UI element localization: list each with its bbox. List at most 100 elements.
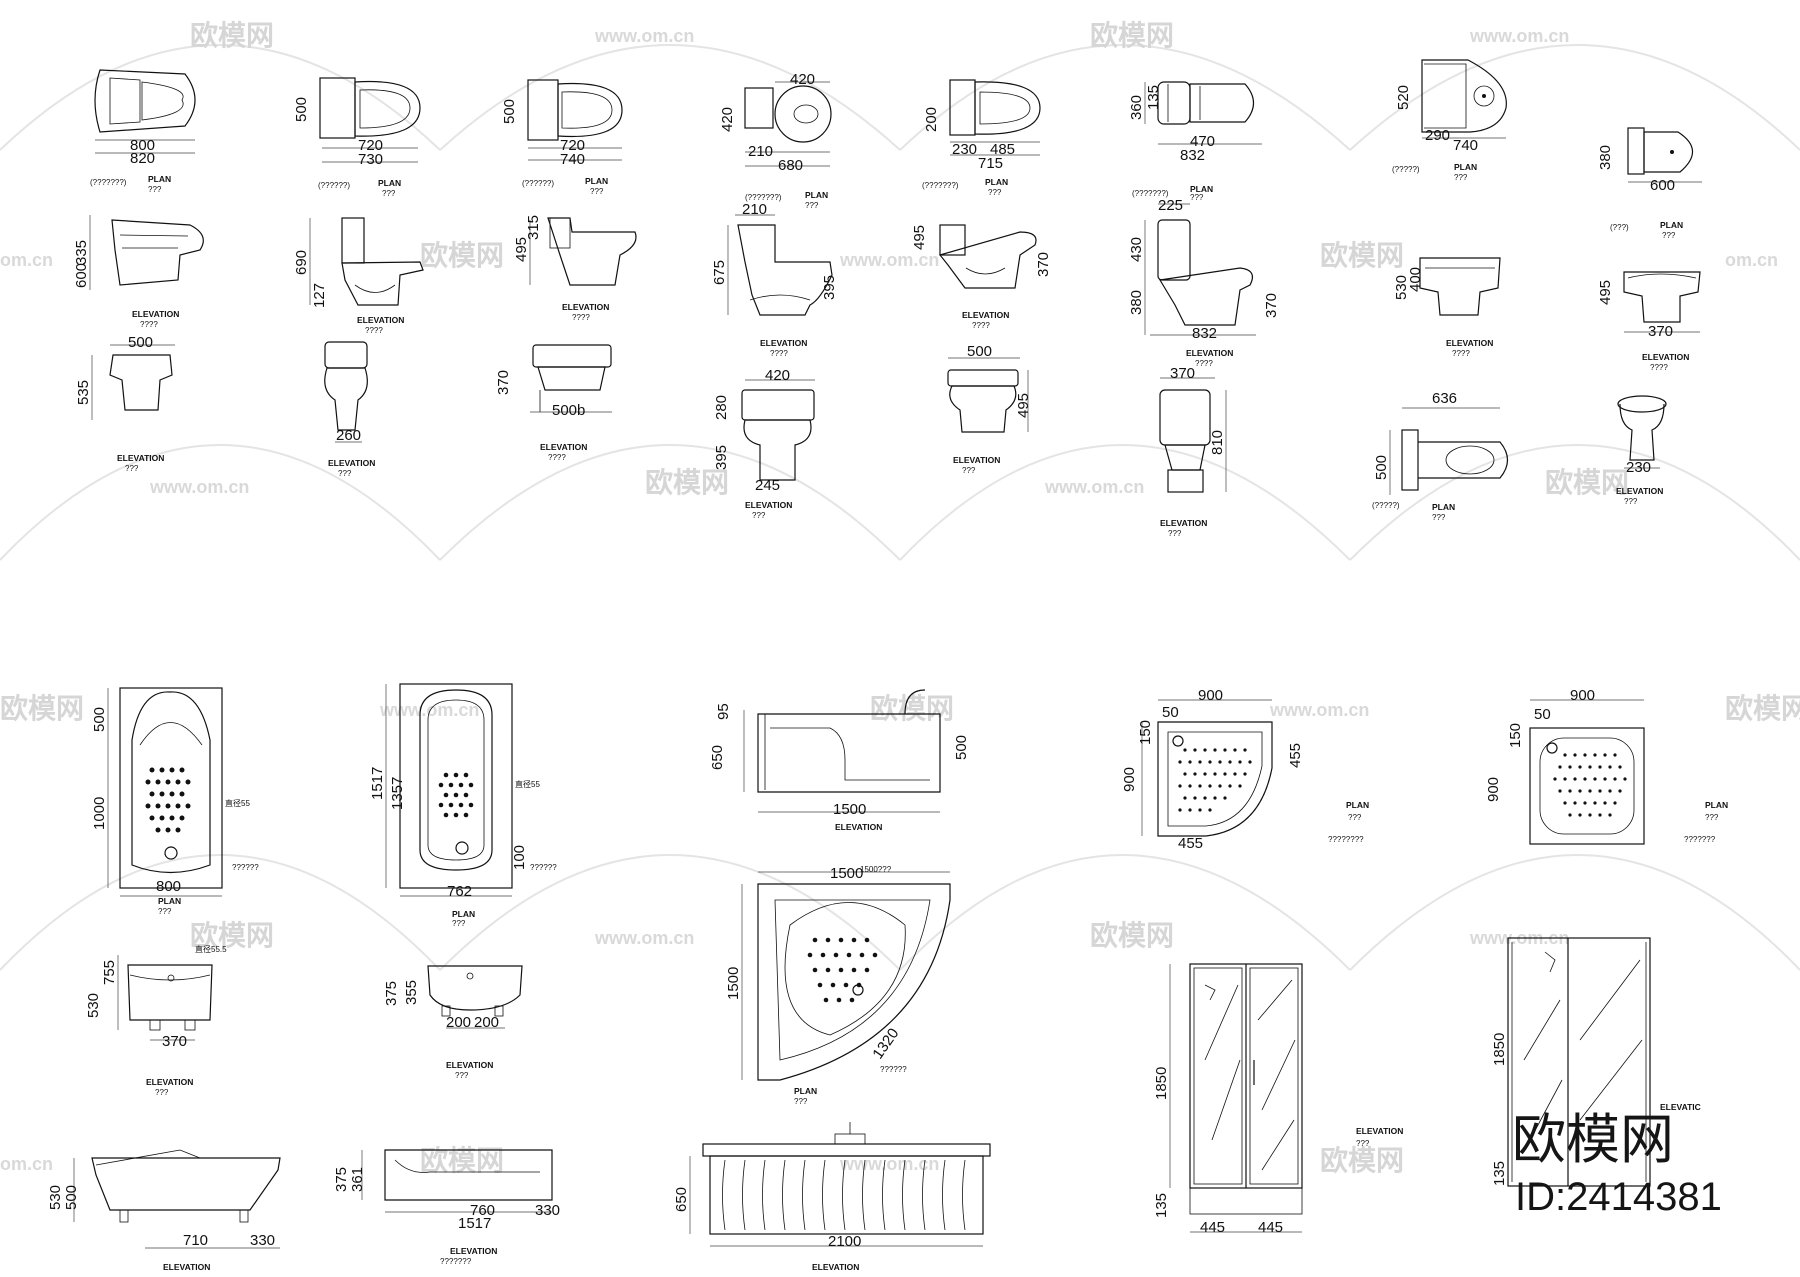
dimension-label: 420 — [719, 107, 736, 132]
drawing-title: ??? — [452, 919, 466, 928]
drawing-title: ELEVATION — [1160, 518, 1207, 528]
dimension-label: 800 — [130, 137, 155, 154]
dimension-label: 675 — [711, 260, 728, 285]
watermark-brand: 欧模网 — [1090, 20, 1174, 51]
watermark-url: www.om.cn — [594, 26, 694, 46]
watermark-brand: 欧模网 — [190, 920, 274, 951]
dimension-label: 335 — [73, 240, 90, 265]
watermark-brand: 欧模网 — [1320, 1145, 1404, 1176]
tub1-jet-dots — [145, 767, 191, 833]
id-label: ID:2414381 — [1515, 1175, 1722, 1219]
drawing-title: ???? — [572, 313, 590, 322]
dimension-label: 445 — [1258, 1219, 1283, 1236]
dimension-label: 520 — [1395, 85, 1412, 110]
drawing-title: ??????? — [440, 1257, 472, 1266]
drawing-title: ELEVATION — [163, 1262, 210, 1272]
drawing-title: ?????? — [530, 863, 557, 872]
dimension-label: 500 — [1373, 455, 1390, 480]
dimension-label: 755 — [101, 960, 118, 985]
drawing-title: ELEVATION — [953, 455, 1000, 465]
toilet-2-front: 260 ELEVATION ??? — [324, 341, 375, 478]
watermark-brand: 欧模网 — [870, 693, 954, 724]
drawing-title: PLAN — [158, 896, 181, 906]
dimension-label: 900 — [1121, 767, 1138, 792]
dimension-label: 600 — [1650, 177, 1675, 194]
dimension-label: 500 — [953, 735, 970, 760]
dimension-label: 225 — [1158, 197, 1183, 214]
drawing-title: ??? — [962, 466, 976, 475]
drawing-title: ??? — [805, 201, 819, 210]
brand-logo-text: 欧模网 — [1512, 1110, 1674, 1170]
dimension-label: 315 — [525, 215, 542, 240]
toilet-2-plan: 720 730 500 (??????) PLAN ??? — [293, 77, 421, 198]
dimension-label: 500 — [128, 334, 153, 351]
dimension-label: 900 — [1570, 687, 1595, 704]
dimension-label: 900 — [1485, 777, 1502, 802]
dimension-label: 740 — [560, 151, 585, 168]
watermark-url: www.om.cn — [1269, 700, 1369, 720]
toilet-1-side: 500 535 ELEVATION ??? — [75, 334, 175, 473]
drawing-title: ??? — [158, 907, 172, 916]
dimension-label: 1500 — [830, 865, 863, 882]
dimension-label: 280 — [713, 395, 730, 420]
shower-enclosure-2-elevation: 1850 135 ELEVATIC — [1491, 937, 1701, 1187]
dimension-label: 760 — [470, 1202, 495, 1219]
watermark-brand: 欧模网 — [1545, 467, 1629, 498]
bathtub-1-side: 530 500 710 330 ELEVATION — [47, 1149, 281, 1272]
drawing-title: ??? — [1454, 173, 1468, 182]
dimension-label: 370 — [1035, 252, 1052, 277]
bidet-2-plan: 600 380 (???) PLAN ??? — [1597, 127, 1702, 240]
watermark-brand: 欧模网 — [1725, 693, 1800, 724]
shower-enclosure-1-elevation: 1850 135 445 445 ELEVATION ??? — [1153, 963, 1403, 1236]
dimension-label: 150 — [1137, 720, 1154, 745]
drawing-title: ELEVATION — [357, 315, 404, 325]
drawing-title: ?????? — [232, 863, 259, 872]
drawing-title: ??? — [155, 1088, 169, 1097]
dimension-label: 290 — [1425, 127, 1450, 144]
apron-tub-elevation: 650 2100 ELEVATION — [673, 1122, 991, 1272]
drawing-title: ??? — [752, 511, 766, 520]
watermark-brand: 欧模网 — [0, 693, 84, 724]
toilet-4-front: 420 280 395 245 ELEVATION ??? — [713, 367, 815, 520]
toilet-2-elevation: 690 127 ELEVATION ???? — [293, 217, 424, 335]
corner-tub-jets — [807, 937, 878, 1003]
drawing-title: ??? — [125, 464, 139, 473]
dimension-label: 430 — [1128, 237, 1145, 262]
dimension-label: 330 — [250, 1232, 275, 1249]
dimension-label: 530 — [47, 1185, 64, 1210]
dimension-label: 150 — [1507, 723, 1524, 748]
drawing-title: ??? — [148, 185, 162, 194]
dimension-label: 470 — [1190, 133, 1215, 150]
bidet-2-elevation: 370 495 ELEVATION ???? — [1597, 271, 1701, 372]
drawing-title: ELEVATION — [745, 500, 792, 510]
dimension-label: 395 — [713, 445, 730, 470]
toilet-4-plan: 420 420 210 680 (???????) PLAN ??? — [719, 71, 832, 210]
dimension-label: 535 — [75, 380, 92, 405]
dimension-label: 500 — [293, 97, 310, 122]
dimension-label: 200 — [446, 1014, 471, 1031]
drawing-title: PLAN — [1660, 220, 1683, 230]
toilet-5-front: 500 495 ELEVATION ??? — [947, 343, 1032, 475]
dimension-label: 455 — [1287, 743, 1304, 768]
drawing-title: ELEVATION — [328, 458, 375, 468]
drawing-title: ??? — [1662, 231, 1676, 240]
drawing-title: ??? — [794, 1097, 808, 1106]
dimension-label: 370 — [1263, 293, 1280, 318]
dimension-label: 1500 — [833, 801, 866, 818]
dimension-label: 375 — [383, 981, 400, 1006]
tray2-dots — [1553, 753, 1627, 817]
bathtub-3-elevation: 95 650 500 1500 ELEVATION — [709, 689, 970, 832]
dimension-label: 820 — [130, 150, 155, 167]
drawing-title: ELEVATION — [962, 310, 1009, 320]
drawing-title: PLAN — [1190, 184, 1213, 194]
dimension-label: 495 — [911, 225, 928, 250]
annotation-note: 直径55.5 — [195, 944, 227, 954]
drawing-title: ??? — [1624, 497, 1638, 506]
watermark-url: om.cn — [0, 250, 53, 270]
watermark-brand: 欧模网 — [190, 20, 274, 51]
toilet-4-elevation: 210 675 395 ELEVATION ???? — [711, 201, 838, 358]
dimension-label: 1357 — [389, 777, 406, 810]
dimension-label: 135 — [1145, 85, 1162, 110]
drawing-title: ELEVATION — [1616, 486, 1663, 496]
